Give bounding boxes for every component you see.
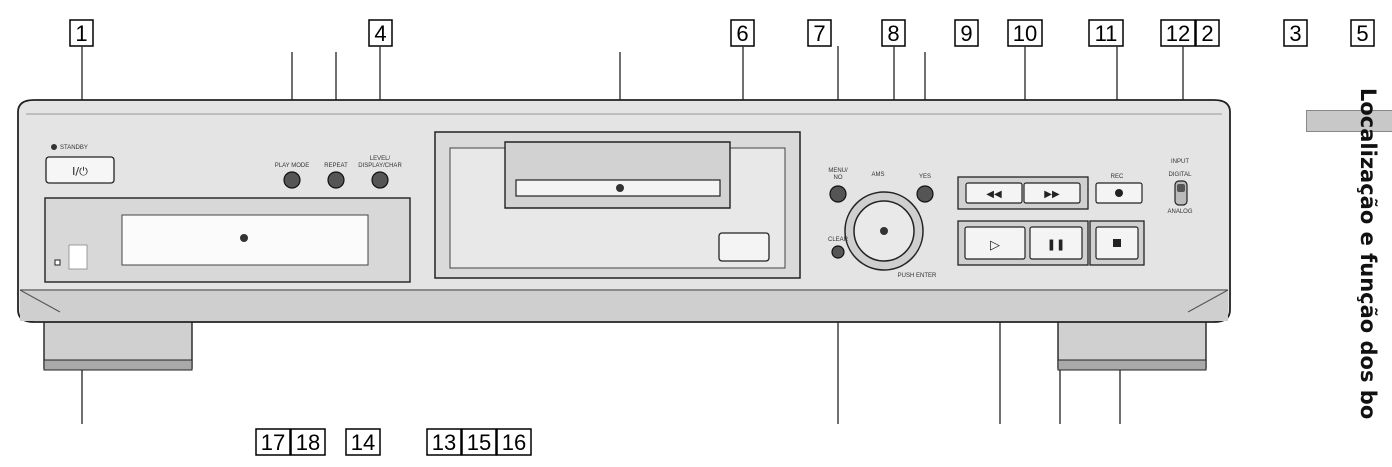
disc-compartment	[434, 131, 801, 279]
power-button[interactable]	[45, 156, 115, 184]
power-section: STANDBY I/⏻	[45, 144, 115, 184]
svg-text:NO: NO	[834, 175, 843, 181]
clear-button[interactable]	[831, 245, 845, 259]
level-display-char-button[interactable]	[371, 171, 389, 189]
callout-16: 16	[496, 428, 532, 456]
callout-7: 7	[807, 19, 832, 47]
transport-buttons: ▷ ❚❚	[957, 220, 1145, 266]
svg-text:I/⏻: I/⏻	[72, 165, 88, 178]
callout-12: 12	[1160, 19, 1196, 47]
svg-text:5: 5	[1356, 21, 1368, 46]
svg-text:1: 1	[75, 21, 87, 46]
repeat-button[interactable]	[327, 171, 345, 189]
sidebar-section-title: Localização e função dos bo	[1356, 88, 1380, 420]
fast-forward-icon: ▶▶	[1044, 189, 1060, 200]
remote-sensor	[68, 244, 88, 270]
svg-text:10: 10	[1013, 21, 1037, 46]
svg-text:6: 6	[736, 21, 748, 46]
callout-15: 15	[461, 428, 497, 456]
svg-text:2: 2	[1201, 21, 1213, 46]
svg-text:14: 14	[351, 430, 375, 455]
top-callouts: 1 4 6 7 8 9 10 11 12 2 3 5	[69, 19, 1375, 47]
pause-icon: ❚❚	[1047, 238, 1065, 251]
svg-text:REPEAT: REPEAT	[324, 163, 348, 169]
deck-feet	[43, 317, 1207, 371]
input-selector: INPUT DIGITAL ANALOG	[1167, 159, 1192, 215]
svg-text:7: 7	[813, 21, 825, 46]
svg-text:9: 9	[960, 21, 972, 46]
callout-5: 5	[1350, 19, 1375, 47]
search-buttons: ◀◀ ▶▶	[957, 176, 1089, 210]
yes-button[interactable]	[916, 185, 934, 203]
callout-13: 13	[426, 428, 462, 456]
svg-text:AMS: AMS	[871, 172, 884, 178]
svg-text:17: 17	[261, 430, 285, 455]
svg-text:DIGITAL: DIGITAL	[1169, 172, 1193, 178]
callout-8: 8	[881, 19, 906, 47]
callout-4: 4	[368, 19, 393, 47]
play-icon: ▷	[990, 238, 1000, 253]
bottom-callouts: 17 18 14 13 15 16	[255, 428, 532, 456]
svg-text:INPUT: INPUT	[1171, 159, 1189, 165]
svg-text:REC: REC	[1111, 174, 1124, 180]
rewind-icon: ◀◀	[986, 189, 1002, 200]
svg-text:PUSH ENTER: PUSH ENTER	[898, 273, 937, 279]
svg-text:11: 11	[1095, 21, 1118, 46]
callout-10: 10	[1007, 19, 1043, 47]
svg-text:YES: YES	[919, 174, 931, 180]
callout-1: 1	[69, 19, 94, 47]
svg-text:13: 13	[432, 430, 456, 455]
svg-text:16: 16	[502, 430, 526, 455]
svg-text:ANALOG: ANALOG	[1167, 209, 1192, 215]
callout-9: 9	[954, 19, 979, 47]
svg-text:4: 4	[374, 21, 386, 46]
svg-text:12: 12	[1166, 21, 1190, 46]
callout-3: 3	[1283, 19, 1308, 47]
fast-forward-button[interactable]	[1023, 182, 1081, 204]
svg-text:CLEAR: CLEAR	[828, 237, 849, 243]
svg-text:18: 18	[296, 430, 320, 455]
svg-text:LEVEL/: LEVEL/	[370, 156, 391, 162]
standby-led	[51, 144, 57, 150]
svg-text:3: 3	[1289, 21, 1301, 46]
sidebar-tab	[1306, 110, 1392, 132]
svg-text:DISPLAY/CHAR: DISPLAY/CHAR	[358, 163, 402, 169]
callout-14: 14	[345, 428, 381, 456]
rewind-button[interactable]	[965, 182, 1023, 204]
play-button[interactable]	[964, 226, 1026, 260]
callout-17: 17	[255, 428, 291, 456]
play-mode-button[interactable]	[283, 171, 301, 189]
callout-6: 6	[730, 19, 755, 47]
svg-text:15: 15	[467, 430, 491, 455]
eject-button[interactable]	[718, 232, 770, 262]
svg-text:MENU/: MENU/	[828, 168, 848, 174]
svg-text:STANDBY: STANDBY	[60, 145, 88, 151]
jog-section: MENU/ NO AMS YES CLEAR PUSH ENTER	[828, 168, 937, 279]
svg-text:PLAY MODE: PLAY MODE	[275, 163, 309, 169]
callout-2: 2	[1195, 19, 1220, 47]
mode-buttons: PLAY MODE REPEAT LEVEL/ DISPLAY/CHAR	[275, 156, 402, 189]
stop-icon	[1113, 239, 1121, 247]
callout-11: 11	[1088, 19, 1124, 47]
callout-18: 18	[290, 428, 326, 456]
svg-text:8: 8	[887, 21, 899, 46]
display-area	[44, 197, 411, 283]
menu-no-button[interactable]	[829, 185, 847, 203]
rec-section: REC	[1095, 174, 1143, 204]
pause-button[interactable]	[1029, 226, 1083, 260]
